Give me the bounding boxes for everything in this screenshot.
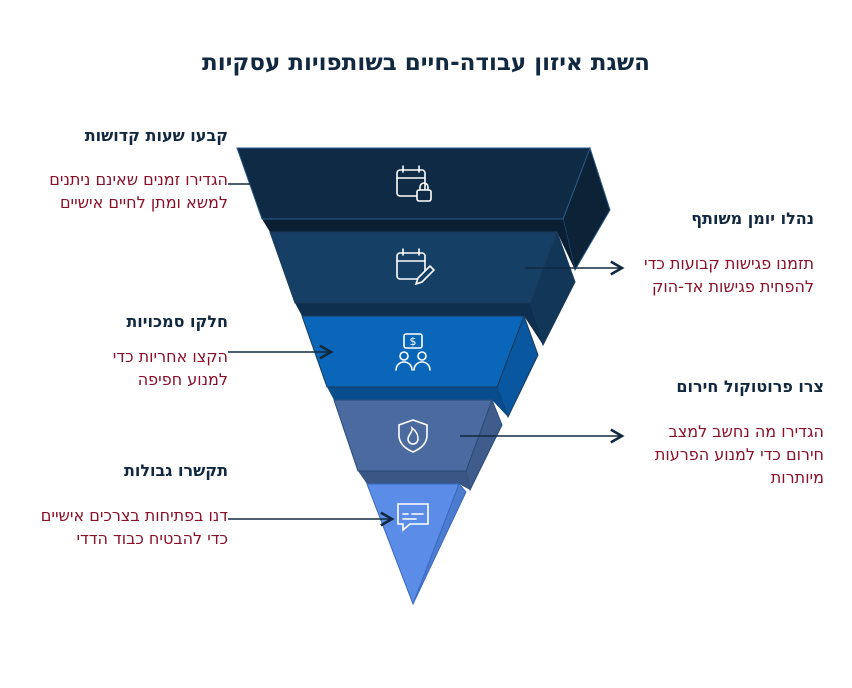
step-3-description: הקצו אחריות כדי למנוע חפיפה: [112, 347, 228, 389]
step-2-heading: נהלו יומן משותף: [691, 209, 814, 228]
step-2-description: תזמנו פגישות קבועות כדי להפחית פגישות אד…: [644, 254, 814, 296]
step-4-heading: צרו פרוטוקול חירום: [676, 377, 824, 396]
shield-fire-icon: [398, 419, 428, 453]
page-title: השגת איזון עבודה-חיים בשותפויות עסקיות: [202, 50, 650, 76]
step-5-description: דנו בפתיחות בצרכים אישיים כדי להבטיח כבו…: [40, 506, 228, 548]
svg-text:$: $: [410, 335, 417, 348]
step-1-description: הגדירו זמנים שאינם ניתנים למשא ומתן לחיי…: [49, 170, 228, 212]
step-5-heading: תקשרו גבולות: [123, 461, 228, 480]
funnel-layer-4: [333, 398, 503, 492]
step-3-heading: חלקו סמכויות: [126, 312, 228, 331]
step-4-description: הגדירו מה נחשב למצב חירום כדי למנוע הפרע…: [654, 422, 824, 487]
calendar-lock-icon: [396, 165, 432, 202]
funnel-layer-3: [301, 314, 539, 419]
step-1-heading: קבעו שעות קדושות: [84, 126, 228, 145]
chat-icon: [397, 503, 429, 532]
funnel-layer-5: [366, 483, 467, 606]
people-money-icon: $: [395, 333, 431, 371]
calendar-edit-icon: [396, 248, 436, 286]
funnel-layer-2: [269, 230, 576, 347]
